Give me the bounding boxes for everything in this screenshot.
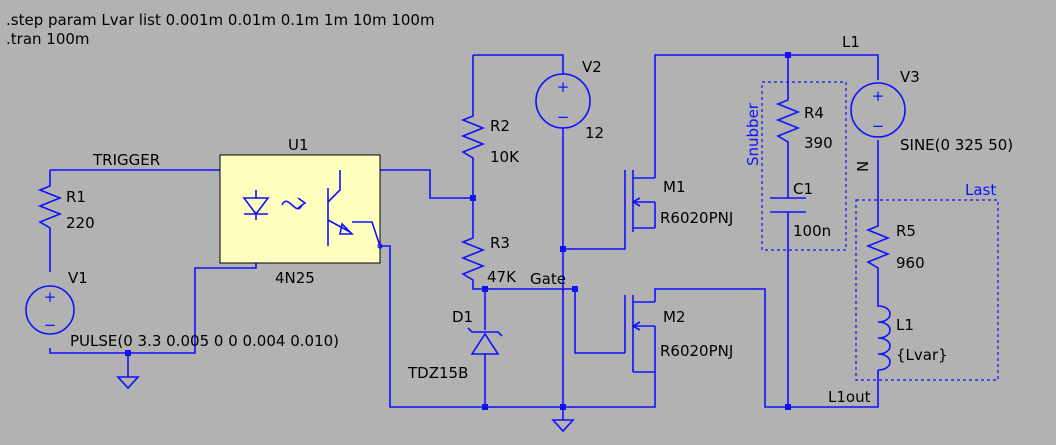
v3-value: SINE(0 325 50) [900,136,1013,154]
r1-name: R1 [66,188,86,206]
wires [49,54,879,420]
net-label-trigger: TRIGGER [92,151,160,169]
v2-plus-symbol: + [557,78,570,96]
junction-dot [125,350,131,356]
l1-value: {Lvar} [896,346,948,364]
m1-value: R6020PNJ [660,209,733,227]
tran-directive: .tran 100m [6,30,90,48]
step-directive: .step param Lvar list 0.001m 0.01m 0.1m … [6,11,435,29]
resistor-r5[interactable]: R5 960 [865,220,925,278]
net-label-n: N [854,161,872,172]
mosfet-m2[interactable]: M2 R6020PNJ [624,295,733,373]
v1-plus-symbol: + [44,288,57,306]
optocoupler-u1[interactable]: U1 4N25 [219,136,383,287]
m2-name: M2 [663,308,686,326]
m2-value: R6020PNJ [660,342,733,360]
inductor-l1[interactable]: L1 {Lvar} [877,298,948,371]
junctions [125,52,791,410]
last-label: Last [965,181,996,199]
d1-value: TDZ15B [407,364,468,382]
v3-name: V3 [900,68,920,86]
r5-name: R5 [896,222,916,240]
r3-name: R3 [490,234,510,252]
resistor-r2[interactable]: R2 10K [460,110,520,168]
resistor-r1[interactable]: R1 220 [37,180,95,234]
resistor-r3[interactable]: R3 47K [460,232,517,286]
resistor-r4[interactable]: R4 390 [775,94,833,152]
u1-value: 4N25 [275,269,315,287]
net-label-l1: L1 [842,33,860,51]
junction-dot [572,286,578,292]
r1-value: 220 [66,214,95,232]
v1-minus-symbol: − [44,316,57,334]
last-group: Last [855,181,999,381]
junction-dot [470,195,476,201]
zener-diode-d1[interactable]: D1 TDZ15B [407,308,503,382]
voltage-source-v1[interactable]: + − V1 PULSE(0 3.3 0.005 0 0 0.004 0.010… [25,269,339,350]
v2-value: 12 [585,124,604,142]
r5-value: 960 [896,254,925,272]
l1-name: L1 [896,316,914,334]
junction-dot [785,52,791,58]
net-label-gate: Gate [530,270,566,288]
v2-minus-symbol: − [557,108,570,126]
ground-symbol [551,419,575,433]
v2-name: V2 [582,58,602,76]
d1-name: D1 [452,308,473,326]
v1-name: V1 [68,269,88,287]
snubber-label: Snubber [744,102,762,166]
r4-name: R4 [804,104,824,122]
net-label-l1out: L1out [828,388,871,406]
junction-dot [785,404,791,410]
voltage-source-v3[interactable]: + − V3 SINE(0 325 50) [850,68,1013,154]
ground-symbol [116,376,140,390]
voltage-source-v2[interactable]: + − V2 12 [535,58,604,142]
v3-minus-symbol: − [872,117,885,135]
snubber-group: Snubber [744,81,847,251]
m1-name: M1 [663,178,686,196]
junction-dot [482,404,488,410]
v1-value: PULSE(0 3.3 0.005 0 0 0.004 0.010) [70,332,339,350]
junction-dot [482,286,488,292]
r3-value: 47K [487,268,517,286]
v3-plus-symbol: + [872,87,885,105]
mosfet-m1[interactable]: M1 R6020PNJ [624,170,733,232]
r2-value: 10K [490,148,520,166]
capacitor-c1[interactable]: C1 100n [770,180,831,240]
r4-value: 390 [804,134,833,152]
r2-name: R2 [490,117,510,135]
junction-dot [560,246,566,252]
junction-dot [560,404,566,410]
c1-value: 100n [793,222,831,240]
c1-name: C1 [793,180,813,198]
u1-name: U1 [288,136,309,154]
